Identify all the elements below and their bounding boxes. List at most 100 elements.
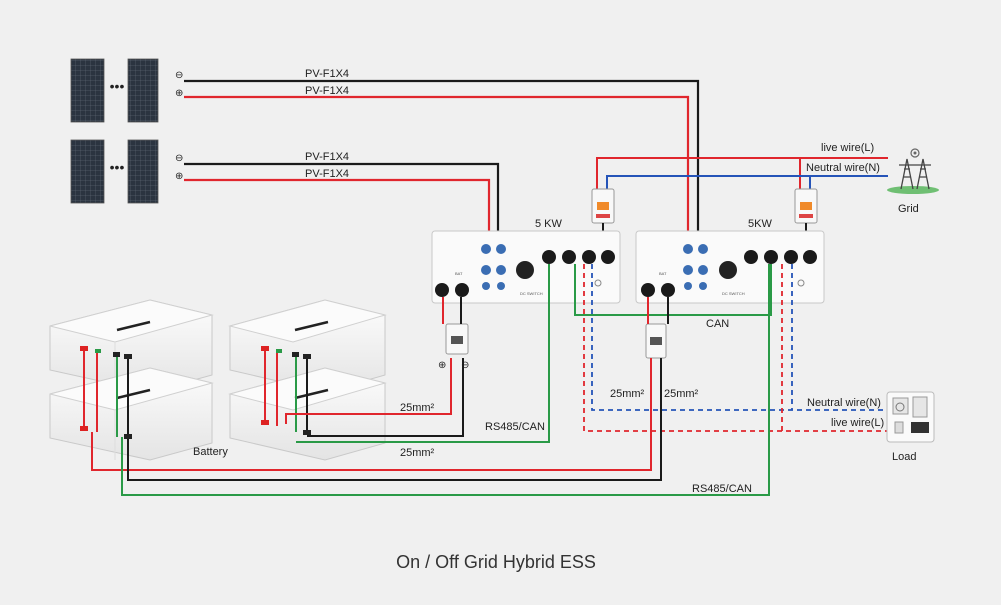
pv-connector	[699, 282, 707, 290]
ellipsis-icon: •••	[110, 78, 125, 94]
pv-connector	[496, 244, 506, 254]
battery-negative-wire-1	[307, 358, 464, 437]
solar-panel	[70, 139, 105, 204]
solar-panel-array-2: •••	[70, 139, 159, 204]
pv-connector	[684, 282, 692, 290]
ac-port	[803, 250, 817, 264]
pv-connector	[497, 282, 505, 290]
svg-text:BAT: BAT	[455, 271, 463, 276]
battery-positive-wire-1	[285, 358, 452, 424]
pv-positive-symbol-1: ⊕	[175, 88, 183, 99]
pv-cable-label-3: PV-F1X4	[305, 151, 349, 163]
can-label: CAN	[706, 318, 729, 330]
pv-connector	[481, 244, 491, 254]
pv-cable-label-1: PV-F1X4	[305, 68, 349, 80]
battery-module	[49, 299, 214, 393]
battery-label: Battery	[193, 446, 228, 458]
lamp-icon	[894, 421, 904, 434]
diagram-caption: On / Off Grid Hybrid ESS	[396, 552, 596, 572]
pv-cable-label-4: PV-F1X4	[305, 168, 349, 180]
dc-breaker-2	[645, 323, 667, 359]
solar-panel	[70, 58, 105, 123]
battery-module	[228, 299, 387, 393]
tv-icon	[911, 422, 929, 433]
battery-interconnect-wires	[83, 350, 308, 437]
inverter-1: DC SWITCH BAT	[431, 230, 621, 304]
pv-wire-negative-1	[184, 79, 700, 245]
pv-connector	[683, 265, 693, 275]
ac-port	[582, 250, 596, 264]
can-wire	[574, 264, 772, 316]
ac-port	[784, 250, 798, 264]
dc-breaker-1-positive-symbol: ⊕	[438, 360, 446, 371]
battery-port	[641, 283, 655, 297]
power-cable-label-4: 25mm²	[664, 388, 699, 400]
ac-port	[764, 250, 778, 264]
battery-bank-left	[49, 299, 214, 461]
fridge-icon	[912, 396, 928, 418]
grid-neutral-wire	[606, 175, 888, 192]
washer-icon	[892, 397, 909, 415]
dc-breaker-1	[445, 323, 469, 355]
pv-wire-positive-1	[184, 95, 690, 245]
svg-text:DC SWITCH: DC SWITCH	[520, 291, 543, 296]
ac-breaker-2	[794, 188, 818, 224]
rs485-can-label-2: RS485/CAN	[692, 483, 752, 495]
ellipsis-icon: •••	[110, 159, 125, 175]
power-cable-label-3: 25mm²	[610, 388, 645, 400]
inverter-1-label: 5 KW	[535, 218, 563, 230]
rs485-wire-1	[296, 264, 550, 443]
battery-port	[435, 283, 449, 297]
rs485-wire-2	[121, 264, 770, 496]
solar-panel	[127, 139, 159, 204]
load-live-wire-label: live wire(L)	[831, 417, 884, 429]
svg-text:BAT: BAT	[659, 271, 667, 276]
pv-wire-positive-2	[184, 178, 491, 245]
pv-positive-symbol-2: ⊕	[175, 171, 183, 182]
load-neutral-wire-label: Neutral wire(N)	[807, 397, 881, 409]
pv-connector	[482, 282, 490, 290]
battery-main-wires	[91, 264, 770, 496]
pv-wire-negative-2	[184, 162, 500, 245]
svg-text:DC SWITCH: DC SWITCH	[722, 291, 745, 296]
battery-positive-wire-2	[91, 358, 652, 471]
battery-negative-wire-2	[127, 358, 662, 481]
pv-connector	[496, 265, 506, 275]
inverter-2-label: 5KW	[748, 218, 772, 230]
dc-switch	[719, 261, 737, 279]
ac-breaker-1	[591, 188, 615, 224]
pv-negative-symbol-2: ⊖	[175, 153, 183, 164]
rs485-can-label-1: RS485/CAN	[485, 421, 545, 433]
load-label: Load	[892, 451, 916, 463]
load-appliances-icon	[886, 391, 935, 443]
pv-connector	[698, 244, 708, 254]
grid-label: Grid	[898, 203, 919, 215]
battery-terminals	[80, 346, 311, 439]
dc-switch	[516, 261, 534, 279]
pv-cable-label-2: PV-F1X4	[305, 85, 349, 97]
pv-wires	[184, 79, 700, 245]
load-neutral-wire	[591, 264, 888, 411]
battery-port	[661, 283, 675, 297]
grid-live-wire-label: live wire(L)	[821, 142, 874, 154]
pv-connector	[683, 244, 693, 254]
power-cable-label-2: 25mm²	[400, 447, 435, 459]
battery-module	[49, 367, 214, 461]
ac-port	[542, 250, 556, 264]
power-cable-label-1: 25mm²	[400, 402, 435, 414]
pv-connector	[481, 265, 491, 275]
load-live-wire	[583, 264, 888, 432]
ac-port	[562, 250, 576, 264]
solar-panel-array-1: •••	[70, 58, 159, 123]
pv-negative-symbol-1: ⊖	[175, 70, 183, 81]
battery-port	[455, 283, 469, 297]
inverter-2: DC SWITCH BAT	[635, 230, 825, 304]
load-wires	[583, 264, 888, 432]
ac-port	[601, 250, 615, 264]
pv-connector	[698, 265, 708, 275]
grid-pylon-icon	[887, 148, 939, 194]
solar-panel	[127, 58, 159, 123]
grid-neutral-wire-label: Neutral wire(N)	[806, 162, 880, 174]
dc-breaker-1-negative-symbol: ⊖	[461, 360, 469, 371]
